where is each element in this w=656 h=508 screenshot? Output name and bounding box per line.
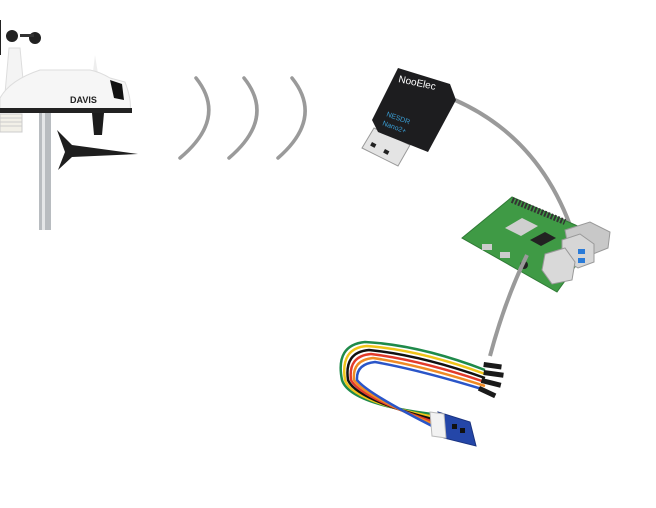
sensor-cable xyxy=(488,254,529,357)
signal-arc xyxy=(178,76,211,160)
usb-plug xyxy=(361,127,411,167)
weather-station: DAVIS xyxy=(0,20,138,230)
nooelec-sdr-dongle: NooElec NESDR Nano2+ xyxy=(361,68,456,167)
gpio-header xyxy=(510,197,567,225)
usb-cable xyxy=(454,98,578,244)
davis-logo: DAVIS xyxy=(70,95,97,105)
radio-signal-icon xyxy=(178,76,307,160)
anemometer-cup-icon xyxy=(6,30,18,42)
dupont-connectors xyxy=(477,362,504,399)
sensor-module xyxy=(339,340,486,432)
signal-arc xyxy=(227,76,259,160)
signal-arc xyxy=(276,76,307,160)
raspberry-pi-board xyxy=(461,196,611,293)
wind-vane xyxy=(57,130,138,170)
sensor-board xyxy=(429,411,477,447)
soc-chip xyxy=(505,218,538,236)
